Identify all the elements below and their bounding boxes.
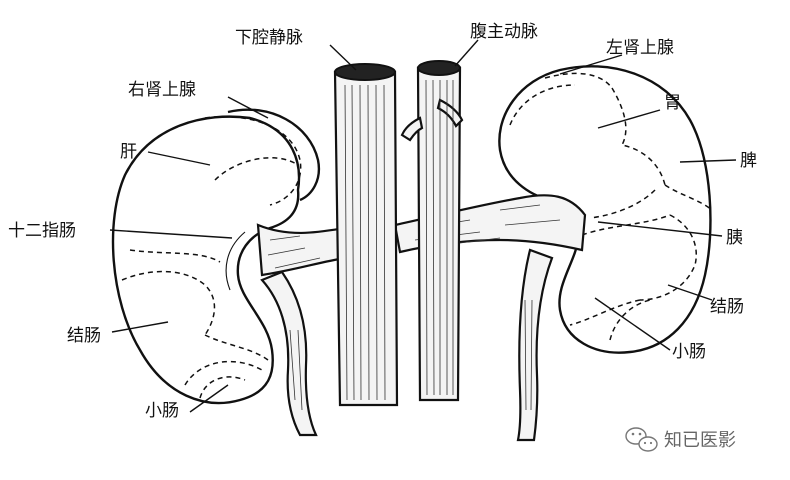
leader-right-adrenal <box>227 96 269 119</box>
leader-aorta <box>454 39 479 67</box>
label-liver: 肝 <box>120 142 137 162</box>
leader-small-intestine-left <box>594 297 671 351</box>
watermark-text: 知已医影 <box>664 430 736 451</box>
leader-stomach <box>597 109 661 129</box>
label-colon-left: 结肠 <box>710 297 744 317</box>
leader-small-intestine-right <box>189 384 229 413</box>
label-duodenum: 十二指肠 <box>8 221 76 241</box>
label-small-intestine-left: 小肠 <box>672 342 706 362</box>
abdominal-aorta <box>400 60 464 402</box>
leader-left-adrenal <box>559 54 623 75</box>
labels: 下腔静脉 腹主动脉 左肾上腺 右肾上腺 胃 肝 脾 十二指肠 胰 结肠 结肠 小… <box>8 22 757 421</box>
leader-colon-left <box>667 284 713 301</box>
leader-ivc <box>329 44 357 71</box>
label-pancreas: 胰 <box>726 228 743 248</box>
leader-lines <box>109 39 737 413</box>
leader-spleen <box>679 159 737 163</box>
label-aorta: 腹主动脉 <box>470 22 538 42</box>
label-colon-right: 结肠 <box>67 326 101 346</box>
right-kidney <box>111 108 321 405</box>
leader-liver <box>147 151 211 166</box>
label-left-adrenal: 左肾上腺 <box>606 38 674 58</box>
label-stomach: 胃 <box>664 93 681 113</box>
label-spleen: 脾 <box>740 151 757 171</box>
leader-colon-right <box>111 321 169 333</box>
leader-pancreas <box>597 221 723 237</box>
label-small-intestine-right: 小肠 <box>145 401 179 421</box>
ureters <box>260 248 554 442</box>
label-ivc: 下腔静脉 <box>235 28 303 48</box>
leader-duodenum <box>109 229 233 239</box>
wechat-icon <box>625 427 658 452</box>
watermark: 知已医影 <box>625 427 736 452</box>
label-right-adrenal: 右肾上腺 <box>128 80 196 100</box>
inferior-vena-cava <box>333 63 399 407</box>
